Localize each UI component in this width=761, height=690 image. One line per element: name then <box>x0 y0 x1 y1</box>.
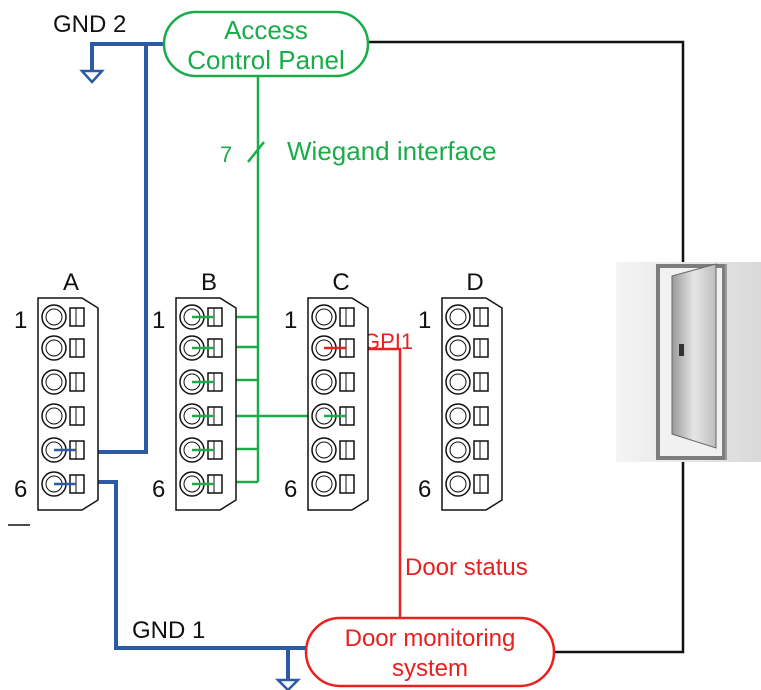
terminal-pin <box>41 335 85 361</box>
terminal-pin <box>311 369 355 395</box>
door-illustration <box>616 262 761 462</box>
connector-name-label: C <box>332 269 349 296</box>
terminal-pin <box>41 369 85 395</box>
connector-name-label: A <box>63 269 79 296</box>
pin-6-label: 6 <box>14 476 27 503</box>
pin-6-label: 6 <box>284 476 297 503</box>
terminal-pin <box>445 304 489 330</box>
door-status-label: Door status <box>405 554 528 581</box>
connector-d: D 1 6 <box>418 269 503 511</box>
ground-symbol-gnd1 <box>274 678 302 690</box>
wire-count-label: 7 <box>220 142 232 167</box>
dms-label-line1: Door monitoring <box>345 625 516 652</box>
gpi1-label: GPI1 <box>363 329 413 354</box>
pin-1-label: 1 <box>418 307 431 334</box>
pin-6-label: 6 <box>152 476 165 503</box>
access-control-panel <box>162 10 370 78</box>
terminal-pin <box>445 471 489 497</box>
pin-6-label: 6 <box>418 476 431 503</box>
acp-label-line1: Access <box>224 15 308 45</box>
pin-1-label: 1 <box>152 307 165 334</box>
connector-c: C 1 6 <box>284 269 369 511</box>
terminal-pin <box>445 335 489 361</box>
pin-1-label: 1 <box>284 307 297 334</box>
pin-1-label: 1 <box>14 307 27 334</box>
gnd2-label: GND 2 <box>53 11 126 38</box>
wiegand-label: Wiegand interface <box>287 136 497 166</box>
connector-b: B 1 6 <box>152 269 237 511</box>
terminal-pin <box>41 304 85 330</box>
dms-label-line2: system <box>392 655 468 682</box>
terminal-pin <box>41 403 85 429</box>
ground-symbol-gnd2 <box>79 69 105 84</box>
terminal-pin <box>311 471 355 497</box>
door-monitoring-system <box>304 616 556 688</box>
acp-label-line2: Control Panel <box>187 45 345 75</box>
terminal-pin <box>445 437 489 463</box>
connector-name-label: B <box>201 269 217 296</box>
terminal-pin <box>311 304 355 330</box>
terminal-pin <box>445 403 489 429</box>
connector-a: A 1 6 <box>14 269 99 511</box>
terminal-pin <box>445 369 489 395</box>
connectors: A 1 6 B 1 6 C 1 6 D 1 6 <box>14 269 503 511</box>
connector-name-label: D <box>466 269 483 296</box>
gnd1-label: GND 1 <box>132 617 205 644</box>
terminal-pin <box>311 437 355 463</box>
door-wires <box>368 40 685 654</box>
